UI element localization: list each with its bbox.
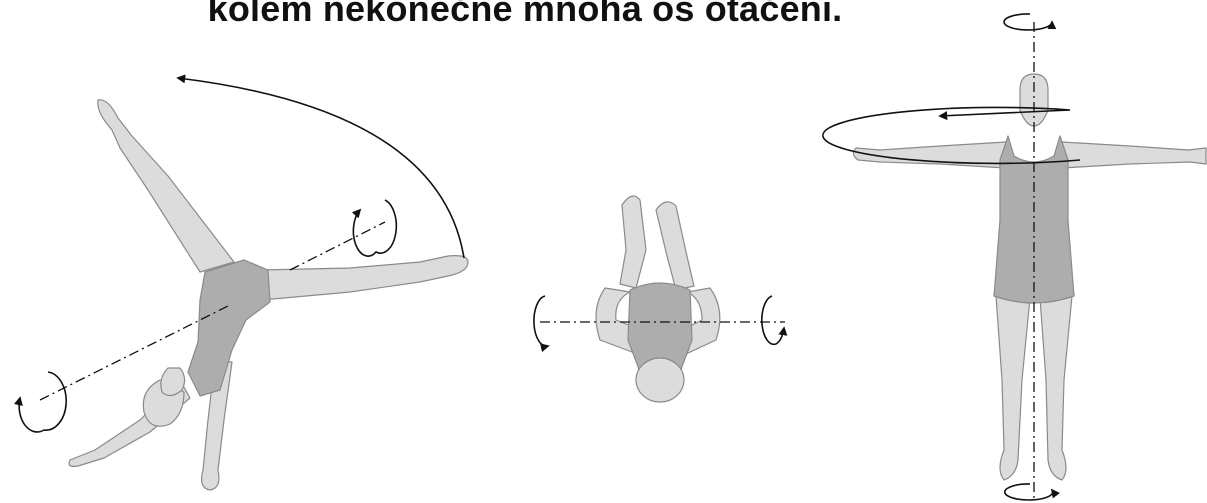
standing-twist-figure bbox=[822, 13, 1207, 501]
cartwheel-figure bbox=[14, 74, 469, 491]
gymnast-standing-icon bbox=[852, 73, 1207, 481]
tuck-somersault-figure bbox=[533, 195, 788, 403]
gymnast-tuck-icon bbox=[595, 195, 721, 403]
page-title: kolem nekonečně mnoha os otáčení. bbox=[207, 0, 843, 29]
gymnast-cartwheel-icon bbox=[68, 99, 469, 491]
